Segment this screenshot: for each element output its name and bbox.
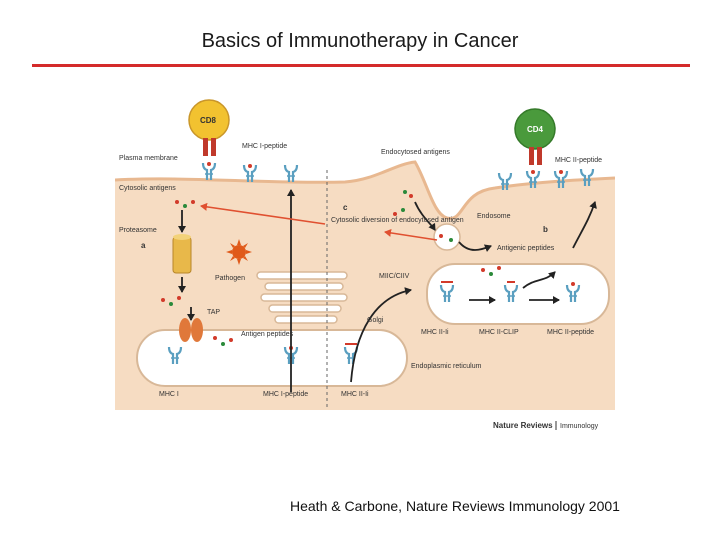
pathway-arrows [178,189,597,392]
label-tap: TAP [207,309,220,316]
label-cd4: CD4 [527,125,544,134]
miic-receptors [439,281,581,304]
label-mhc-ii-ii-miic: MHC II-Ii [421,329,449,336]
label-plasma-membrane: Plasma membrane [119,155,178,162]
label-cytosolic-antigens: Cytosolic antigens [119,185,176,192]
title-rule [32,64,690,67]
label-mhc-i-bottom: MHC I [159,391,179,398]
label-panel-c: c [343,203,348,212]
endosome [433,223,461,251]
pathogen-icon [226,239,252,265]
label-mhc-i-peptide-top: MHC I-peptide [242,143,287,150]
endoplasmic-reticulum [136,329,408,387]
surface-mhc-i-group [201,161,299,184]
proteasome [172,234,192,274]
label-mhc-ii-ii: MHC II-Ii [341,391,369,398]
credit-journal: Nature Reviews [493,421,553,430]
diversion-arrows [200,202,438,241]
label-antigenic-peptides: Antigenic peptides [497,245,555,252]
label-endocytosed-antigens: Endocytosed antigens [381,149,450,156]
miic-compartment [426,263,610,325]
er-mhc-ii-ii [343,343,359,366]
label-proteasome: Proteasome [119,227,157,234]
cd8-cell [188,99,230,156]
label-mhc-ii-peptide-miic: MHC II-peptide [547,329,594,336]
tap-transporter [179,318,203,342]
label-endoplasmic-reticulum: Endoplasmic reticulum [411,363,482,370]
citation: Heath & Carbone, Nature Reviews Immunolo… [290,498,620,514]
label-mhc-ii-clip: MHC II-CLIP [479,329,519,336]
label-golgi: Golgi [367,317,384,324]
label-mhc-i-peptide-bottom: MHC I-peptide [263,391,308,398]
peptide-fragments [161,190,501,346]
cd4-cell [514,108,556,165]
label-panel-a: a [141,241,146,250]
label-antigen-peptides: Antigen peptides [241,331,294,338]
antigen-presentation-figure: CD8 CD4 MHC I-peptide MHC II-peptide Pla… [115,92,615,437]
surface-mhc-ii-group [497,167,595,192]
label-panel-b: b [543,225,548,234]
label-mhc-ii-peptide-top: MHC II-peptide [555,157,602,164]
credit-section: Immunology [560,423,599,430]
slide-title: Basics of Immunotherapy in Cancer [201,30,519,52]
label-cytosolic-diversion: Cytosolic diversion of endocytosed antig… [331,217,464,224]
label-endosome: Endosome [477,213,511,220]
label-cd8: CD8 [200,116,217,125]
label-miic-ciiv: MIIC/CIIV [379,273,410,280]
label-pathogen: Pathogen [215,275,245,282]
